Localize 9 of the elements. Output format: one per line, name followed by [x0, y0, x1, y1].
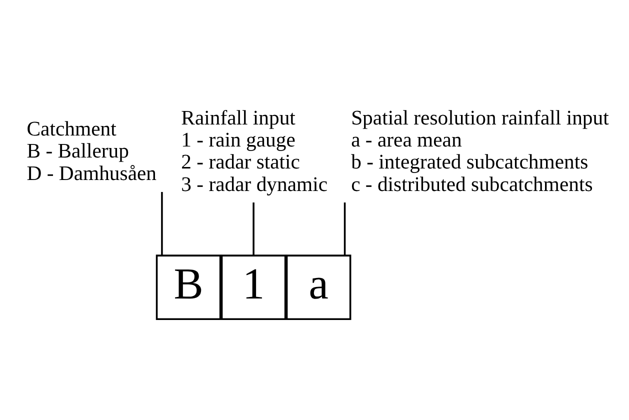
node-box: a	[286, 254, 352, 320]
node-text: Rainfall input 1 - rain gauge 2 - radar static 3 - radar dynamic	[181, 106, 328, 196]
connector	[161, 191, 163, 255]
connector	[344, 202, 346, 255]
node-text: Spatial resolution rainfall input a - area mean b - integrated subcatchments c - distributed subcatchments	[351, 106, 609, 196]
node-box: B	[156, 254, 222, 320]
node-box: 1	[220, 254, 286, 320]
node-text: Catchment B - Ballerup D - Damhusåen	[26, 118, 157, 184]
connector	[252, 202, 254, 255]
